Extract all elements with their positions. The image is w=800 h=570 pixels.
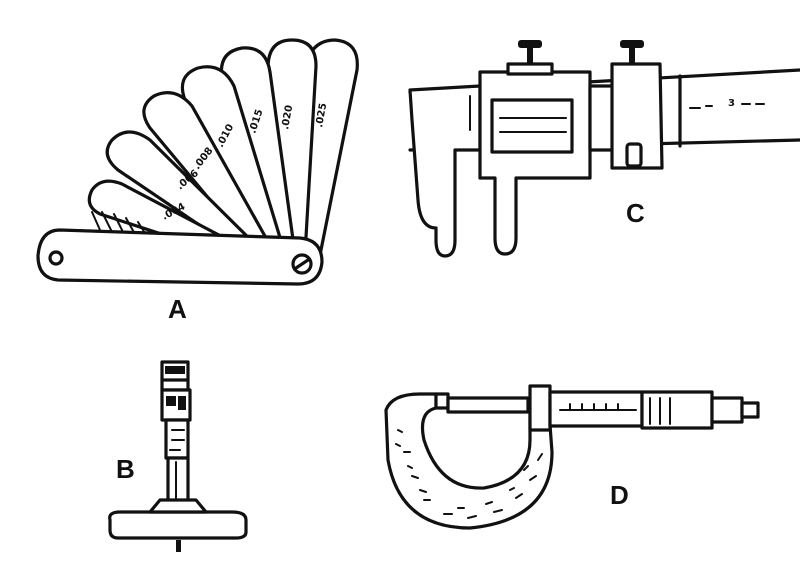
vernier-caliper-icon: 3 (408, 40, 800, 258)
gauge-blade: .020 (266, 38, 318, 256)
label-c: C (626, 198, 645, 228)
outside-micrometer-icon (384, 384, 760, 530)
label-a: A (168, 294, 187, 324)
svg-text:3: 3 (728, 98, 735, 109)
svg-text:.020: .020 (280, 104, 295, 130)
svg-text:.025: .025 (314, 102, 329, 128)
gauge-blade: .006 (105, 130, 267, 258)
feeler-gauge-icon: .025 .020 .015 .010 .008 .006 .004 (36, 38, 359, 286)
label-d: D (610, 480, 629, 510)
gauge-blade: .008 (142, 91, 277, 256)
label-b: B (116, 454, 135, 484)
gauge-blade: .015 (219, 46, 297, 256)
gauge-blade: .010 (180, 65, 287, 256)
depth-micrometer-icon (108, 360, 248, 552)
